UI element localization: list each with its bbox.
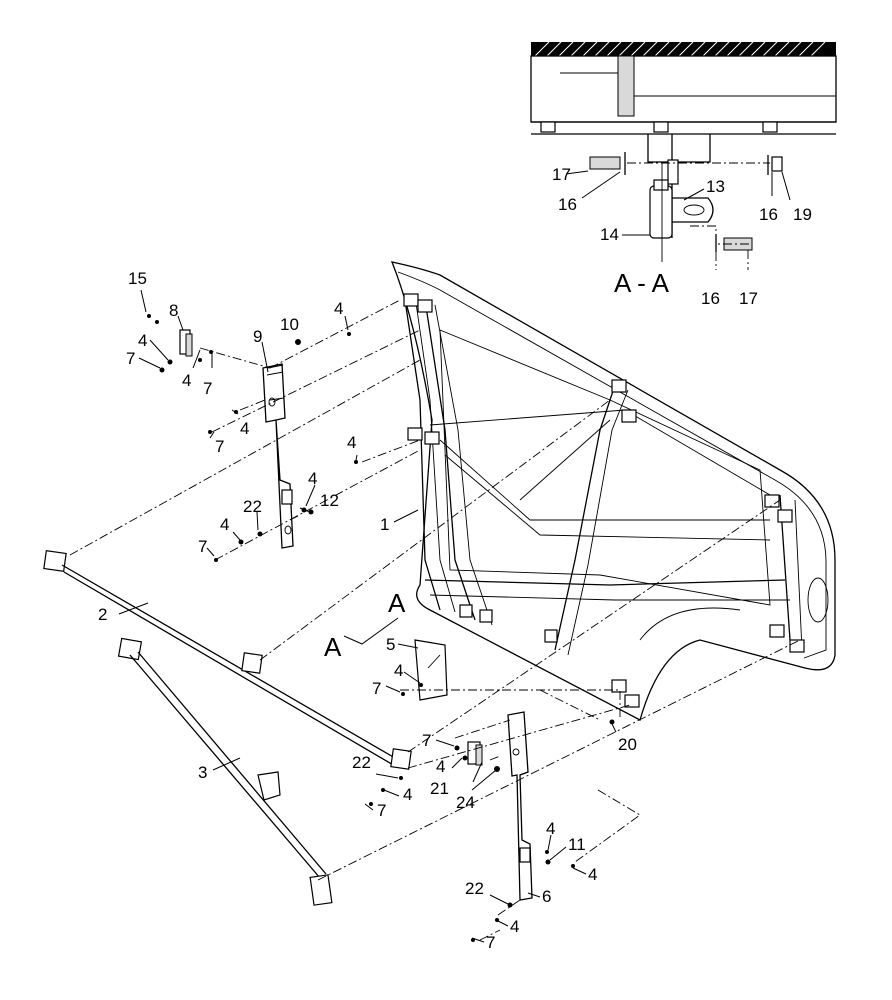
callout-4: 4 <box>394 661 403 680</box>
callout-7: 7 <box>372 679 381 698</box>
callout-7: 7 <box>198 537 207 556</box>
fasteners <box>147 314 615 942</box>
callout-17: 17 <box>739 289 758 308</box>
callout-5: 5 <box>386 635 395 654</box>
callout-4: 4 <box>436 757 445 776</box>
door-frame-1 <box>390 261 836 721</box>
nut-19 <box>771 156 783 172</box>
upper-post-9 <box>262 363 294 549</box>
callout-16: 16 <box>759 205 778 224</box>
callout-20: 20 <box>618 735 637 754</box>
callout-2: 2 <box>98 605 107 624</box>
callout-12: 12 <box>320 491 339 510</box>
callout-numbers: 15 8 4 7 4 7 9 10 4 4 7 4 4 12 22 4 7 1 … <box>98 269 637 952</box>
hinge-13 <box>649 185 673 239</box>
callout-4: 4 <box>138 331 147 350</box>
callout-9: 9 <box>253 327 262 346</box>
section-view-a-a: 17 16 13 14 16 19 16 17 A - A <box>530 41 837 308</box>
callout-10: 10 <box>280 315 299 334</box>
assembly-lines <box>69 299 801 941</box>
callout-17: 17 <box>552 165 571 184</box>
section-web-plate <box>617 55 635 117</box>
bolt-17-left <box>589 156 621 170</box>
callout-22: 22 <box>243 497 262 516</box>
callout-4: 4 <box>588 865 597 884</box>
callout-leaders <box>118 289 617 943</box>
section-marker-a: A A <box>324 588 406 662</box>
bracket-8 <box>179 329 193 357</box>
callout-4: 4 <box>182 371 191 390</box>
strut-3 <box>117 637 333 906</box>
callout-4: 4 <box>546 819 555 838</box>
callout-7: 7 <box>203 379 212 398</box>
strut-2 <box>43 550 412 770</box>
section-housing <box>530 55 837 123</box>
section-hatched-top <box>531 42 836 56</box>
callout-8: 8 <box>169 301 178 320</box>
callout-16: 16 <box>558 195 577 214</box>
callout-13: 13 <box>706 177 725 196</box>
callout-7: 7 <box>215 437 224 456</box>
callout-7: 7 <box>422 731 431 750</box>
callout-24: 24 <box>456 793 475 812</box>
callout-16: 16 <box>701 289 720 308</box>
callout-4: 4 <box>334 299 343 318</box>
callout-14: 14 <box>600 225 619 244</box>
bracket-5 <box>414 639 448 701</box>
section-letter-top: A <box>388 588 406 618</box>
callout-21: 21 <box>430 779 449 798</box>
callout-4: 4 <box>403 785 412 804</box>
callout-4: 4 <box>308 469 317 488</box>
callout-4: 4 <box>240 419 249 438</box>
callout-4: 4 <box>510 917 519 936</box>
callout-1: 1 <box>380 515 389 534</box>
section-label: A - A <box>614 268 670 298</box>
callout-4: 4 <box>347 433 356 452</box>
callout-22: 22 <box>465 879 484 898</box>
callout-7: 7 <box>486 933 495 952</box>
callout-7: 7 <box>126 349 135 368</box>
callout-6: 6 <box>542 887 551 906</box>
callout-22: 22 <box>352 753 371 772</box>
lower-post-6 <box>467 711 533 901</box>
section-letter-left: A <box>324 632 342 662</box>
callout-11: 11 <box>568 835 586 854</box>
callout-19: 19 <box>793 205 812 224</box>
callout-7: 7 <box>377 801 386 820</box>
callout-4: 4 <box>220 515 229 534</box>
callout-15: 15 <box>128 269 147 288</box>
callout-3: 3 <box>198 763 207 782</box>
